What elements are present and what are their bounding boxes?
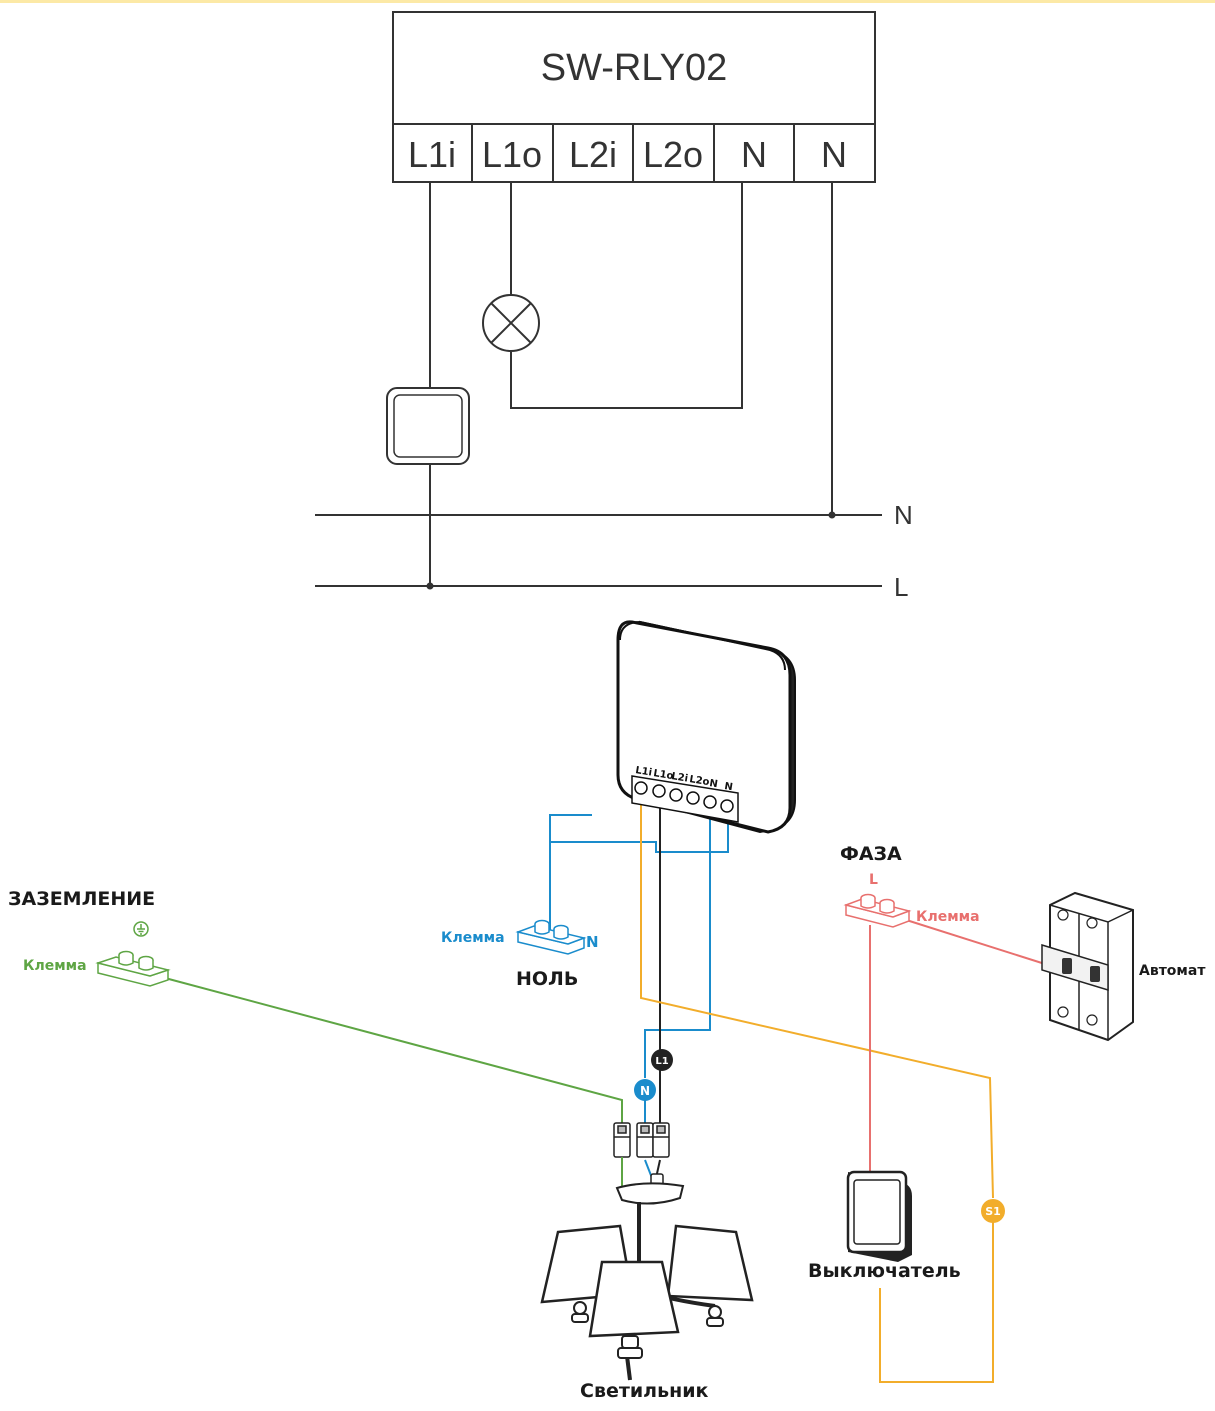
badge-n-text: N — [640, 1084, 650, 1098]
phase-terminal-label: Клемма — [916, 909, 980, 925]
lamp-label: Светильник — [580, 1380, 709, 1402]
badge-n: N — [634, 1079, 656, 1101]
ground-terminal-label: Клемма — [23, 958, 87, 974]
device-term-n2: N — [724, 781, 734, 793]
device-title: SW-RLY02 — [541, 47, 728, 89]
top-border — [0, 0, 1215, 3]
device-term-l2o: L2o — [689, 774, 711, 788]
relay-device: L1i L1o L2i L2o N N — [616, 620, 796, 834]
phase-section: ФАЗА L Клемма — [840, 843, 980, 928]
neutral-terminal-letter: N — [586, 933, 599, 951]
terminal-l1i: L1i — [408, 134, 456, 175]
wall-switch — [846, 1170, 912, 1262]
phase-letter: L — [869, 872, 878, 888]
badge-l1: L1 — [651, 1049, 673, 1071]
lamp-symbol — [482, 294, 540, 352]
schematic: SW-RLY02 L1i L1o L2i L2o N N — [315, 11, 913, 602]
chandelier — [540, 1122, 754, 1381]
schematic-wires — [429, 182, 833, 586]
terminal-l1o: L1o — [482, 134, 542, 175]
device-term-l1i: L1i — [635, 765, 653, 778]
ground-wire — [164, 977, 623, 1180]
phase-wires — [869, 917, 1046, 1175]
relay-module-block: SW-RLY02 L1i L1o L2i L2o N N — [392, 11, 876, 183]
wiring: L1i L1o L2i L2o N N ЗАЗЕМЛЕНИЕ — [8, 620, 1206, 1402]
terminal-n1: N — [741, 134, 767, 175]
switched-wire — [640, 796, 994, 1383]
ground-terminal-block-icon — [95, 950, 171, 987]
badge-s1: S1 — [981, 1199, 1005, 1223]
neutral-wires — [549, 812, 729, 1179]
terminal-n2: N — [821, 134, 847, 175]
breaker-label: Автомат — [1139, 963, 1206, 979]
neutral-terminal-label: Клемма — [441, 930, 505, 946]
badge-l1-text: L1 — [655, 1056, 668, 1067]
wire-connectors — [613, 1122, 670, 1158]
switch-symbol — [386, 387, 470, 465]
badge-s1-text: S1 — [985, 1205, 1001, 1218]
ground-section: ЗАЗЕМЛЕНИЕ Клемма — [8, 888, 171, 987]
rail-l-label: L — [894, 572, 908, 602]
terminal-l2o: L2o — [643, 134, 703, 175]
circuit-breaker — [1041, 891, 1134, 1042]
ground-title: ЗАЗЕМЛЕНИЕ — [8, 888, 155, 910]
l1-wire — [655, 796, 661, 1179]
neutral-title: НОЛЬ — [516, 968, 578, 990]
device-terminal-strip: L1i L1o L2i L2o N N — [631, 765, 739, 823]
neutral-section: Клемма N НОЛЬ — [441, 919, 599, 990]
device-term-l1o: L1o — [653, 768, 675, 782]
ground-symbol-icon — [133, 921, 149, 937]
neutral-terminal-block-icon — [515, 919, 587, 955]
device-term-n1: N — [709, 778, 719, 790]
switch-label: Выключатель — [808, 1260, 961, 1282]
terminal-l2i: L2i — [569, 134, 617, 175]
phase-terminal-block-icon — [843, 893, 912, 928]
power-rails: N L — [315, 500, 913, 602]
rail-n-label: N — [894, 500, 913, 530]
device-term-l2i: L2i — [671, 771, 689, 784]
phase-title: ФАЗА — [840, 843, 902, 865]
